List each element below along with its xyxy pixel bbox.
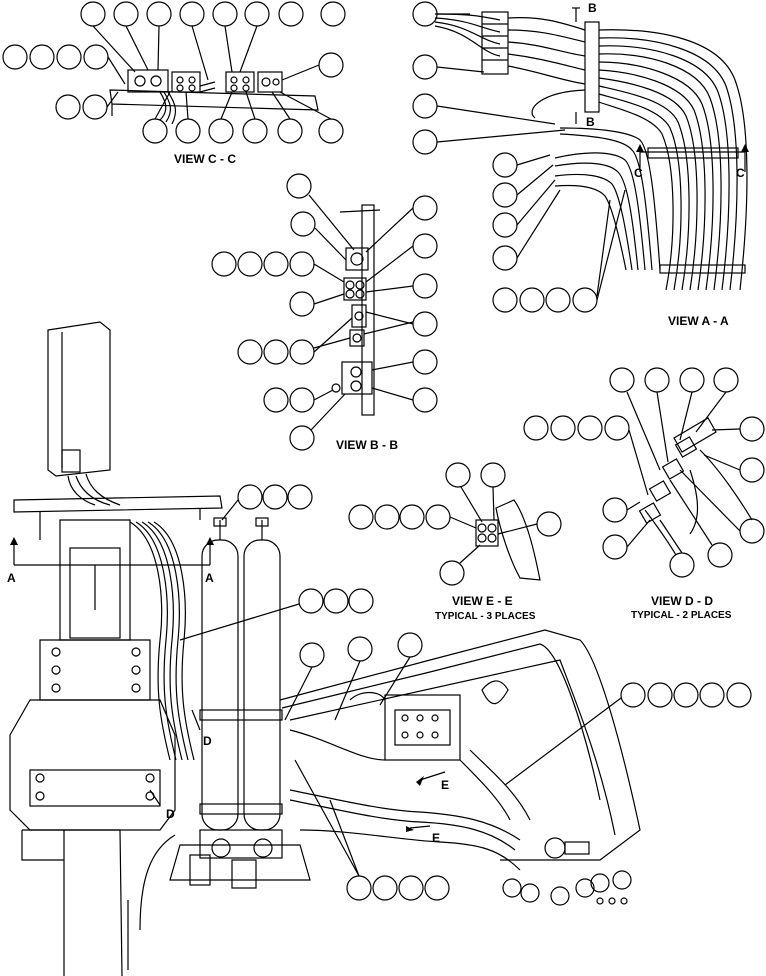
view-d-label: VIEW D - D <box>651 594 713 608</box>
section-e-upper-letter: E <box>441 778 449 792</box>
section-e-lower-letter: E <box>432 831 440 845</box>
view-c-label: VIEW C - C <box>174 152 236 166</box>
section-d-lower-letter: D <box>166 807 175 821</box>
view-d-note: TYPICAL - 2 PLACES <box>631 610 732 621</box>
view-e-note: TYPICAL - 3 PLACES <box>435 611 536 622</box>
section-a-right-letter: A <box>205 571 214 585</box>
view-a-detail <box>412 1 748 313</box>
section-b-bottom-letter: B <box>586 115 595 129</box>
view-d-detail <box>523 367 765 578</box>
main-machine-view <box>9 321 752 976</box>
section-a-arrow-right <box>206 537 214 545</box>
view-b-label: VIEW B - B <box>336 438 398 452</box>
section-b-top-letter: B <box>588 1 597 15</box>
section-d-upper-letter: D <box>203 734 212 748</box>
section-e-arrow-upper <box>416 776 424 786</box>
section-e-arrow-lower <box>406 826 414 832</box>
section-c-right-letter: C <box>736 166 745 180</box>
section-a-left-letter: A <box>7 571 16 585</box>
view-c-detail <box>2 1 346 144</box>
section-c-left-letter: C <box>634 166 643 180</box>
view-e-detail <box>348 462 562 586</box>
view-b-detail <box>211 173 438 451</box>
section-a-arrow-left <box>10 537 18 545</box>
view-a-label: VIEW A - A <box>668 314 729 328</box>
view-e-label: VIEW E - E <box>452 594 513 608</box>
